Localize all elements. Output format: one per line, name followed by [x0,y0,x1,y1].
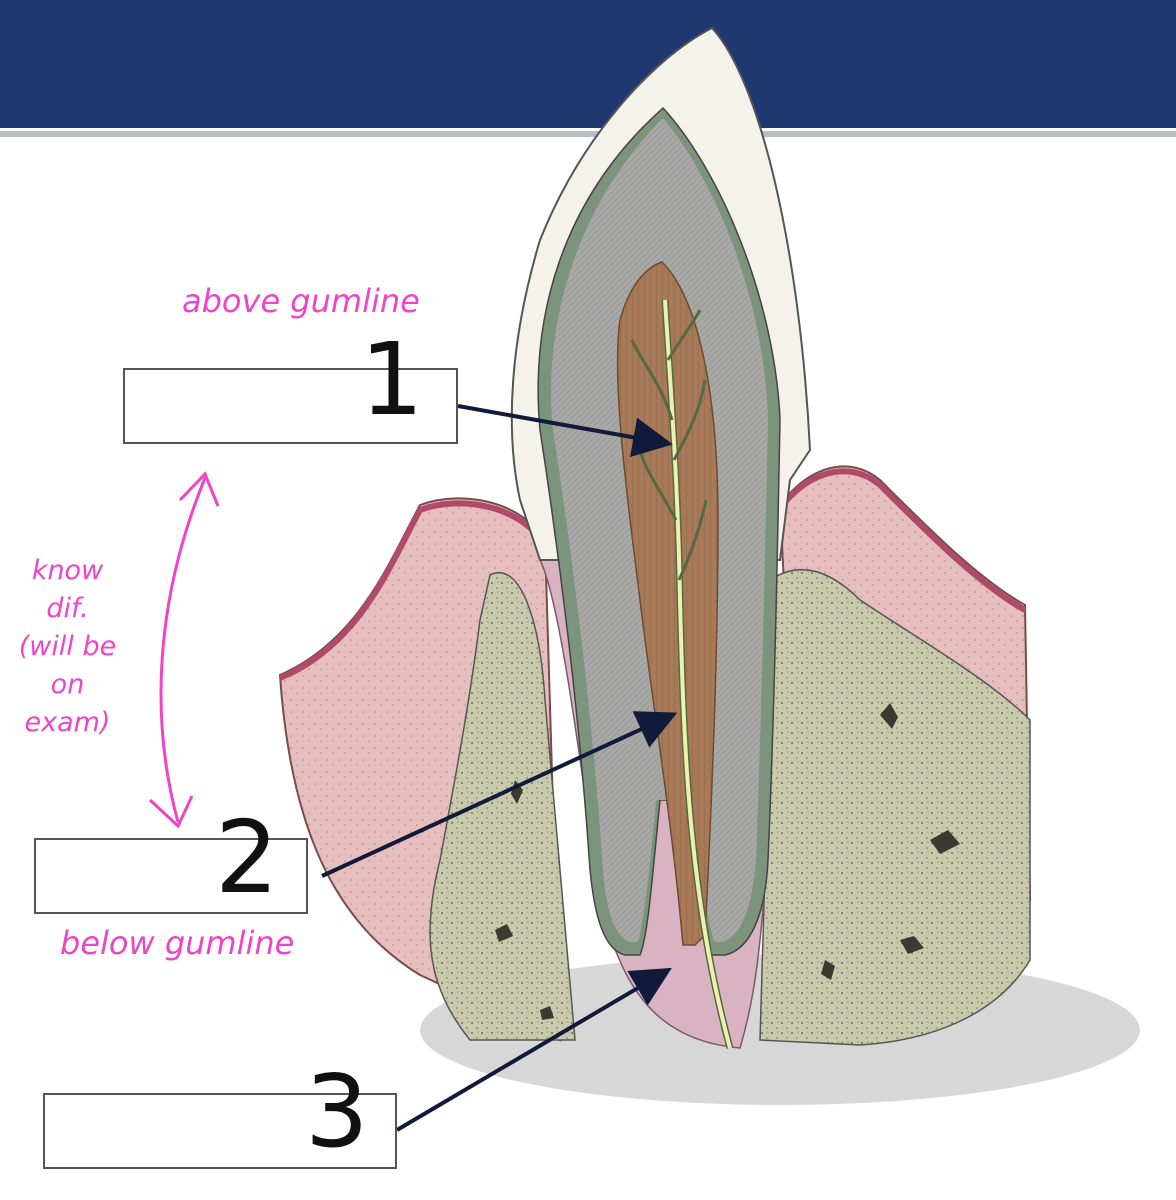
annotation-above-gumline: above gumline [182,282,420,320]
label-number-2: 2 [215,799,279,916]
annotation-below-gumline: below gumline [60,924,295,962]
label-box-3[interactable] [43,1093,397,1169]
annotation-know-difference: know dif. (will be on exam) [0,552,135,742]
know-line-5: exam) [24,707,111,738]
know-line-1: know [31,555,104,586]
label-number-3: 3 [305,1053,369,1170]
double-arrow [159,477,207,823]
arrow-3 [395,967,672,1132]
header-band [0,0,1176,128]
label-box-2[interactable] [34,838,308,914]
arrow-2 [321,711,678,878]
know-line-2: dif. [46,593,89,624]
know-line-3: (will be [18,631,117,662]
arrow-1 [457,404,673,458]
label-number-1: 1 [360,321,424,438]
know-line-4: on [50,669,85,700]
label-box-1[interactable] [123,368,458,444]
header-rule [0,131,1176,137]
